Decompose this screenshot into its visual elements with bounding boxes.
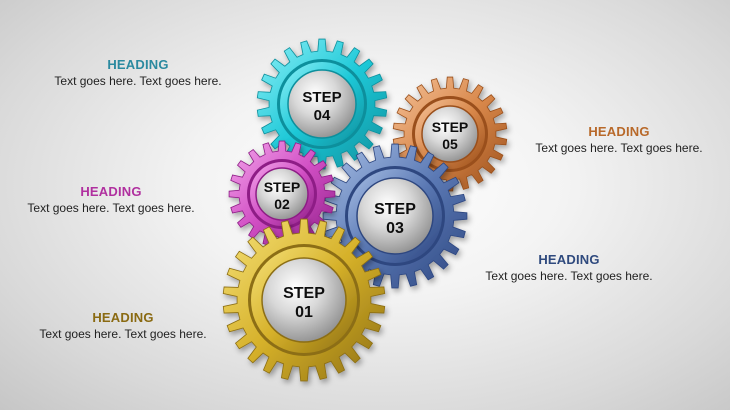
step-03-label: HEADING Text goes here. Text goes here. — [478, 252, 660, 283]
step-05-text: Text goes here. Text goes here. — [535, 141, 703, 155]
step-01-number: 01 — [295, 304, 313, 321]
step-04-text: Text goes here. Text goes here. — [54, 74, 222, 88]
gear-step-01: STEP 01 — [222, 218, 386, 382]
step-02-title: STEP — [264, 179, 301, 195]
gear-step-03: STEP 03 — [322, 143, 468, 289]
step-05-heading: HEADING — [588, 124, 650, 139]
step-02-label: HEADING Text goes here. Text goes here. — [20, 184, 202, 215]
step-05-title: STEP — [432, 119, 469, 135]
step-03-heading: HEADING — [538, 252, 600, 267]
step-04-label: HEADING Text goes here. Text goes here. — [48, 57, 228, 88]
step-03-text: Text goes here. Text goes here. — [485, 269, 653, 283]
step-02-text: Text goes here. Text goes here. — [27, 201, 195, 215]
step-03-number: 03 — [386, 220, 404, 237]
step-01-label: HEADING Text goes here. Text goes here. — [32, 310, 214, 341]
step-04-heading: HEADING — [107, 57, 169, 72]
step-03-title: STEP — [374, 201, 416, 218]
step-04-title: STEP — [302, 89, 341, 106]
step-02-number: 02 — [274, 196, 290, 212]
step-05-label: HEADING Text goes here. Text goes here. — [528, 124, 710, 155]
step-01-title: STEP — [283, 285, 325, 302]
step-02-heading: HEADING — [80, 184, 142, 199]
step-04-number: 04 — [314, 107, 331, 124]
gear-hub — [287, 69, 357, 139]
step-05-number: 05 — [442, 136, 458, 152]
step-01-heading: HEADING — [92, 310, 154, 325]
gear-hub — [356, 177, 434, 255]
gear-hub — [255, 167, 309, 221]
gear-hub — [421, 105, 479, 163]
step-01-text: Text goes here. Text goes here. — [39, 327, 207, 341]
gear-hub — [261, 257, 347, 343]
